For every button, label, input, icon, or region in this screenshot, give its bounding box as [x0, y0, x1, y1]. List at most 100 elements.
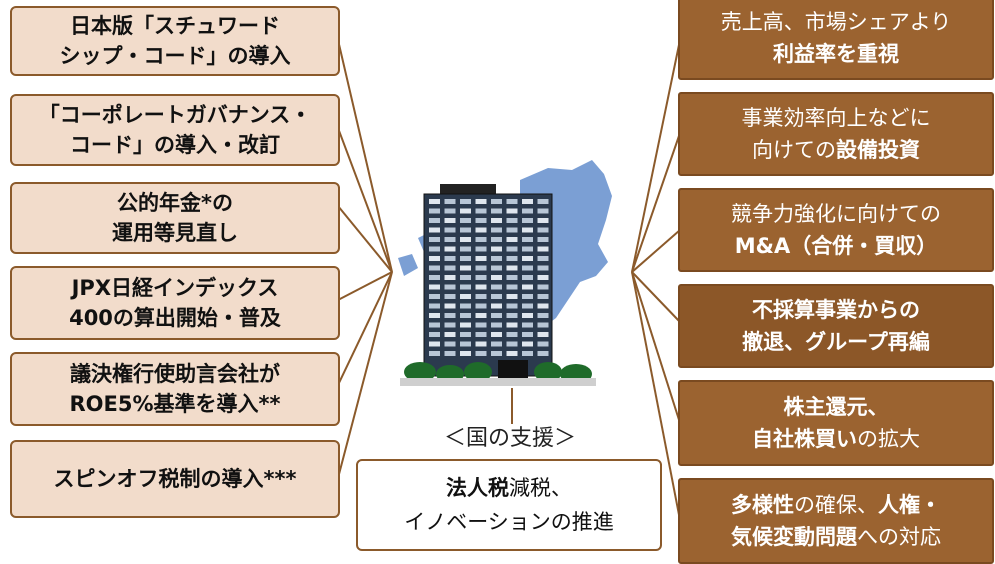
- building-window: [429, 227, 440, 233]
- right-item-0-line-2: 利益率を重視: [773, 42, 899, 66]
- building-window: [522, 332, 533, 337]
- left-item-2-line-1: 公的年金*の: [117, 191, 233, 215]
- building-window: [537, 322, 549, 328]
- building-window: [522, 322, 533, 328]
- building-window: [444, 208, 456, 214]
- building-window: [506, 284, 518, 290]
- right-item-4-rest: の拡大: [857, 427, 920, 451]
- building-window: [537, 351, 549, 356]
- building-window: [429, 265, 440, 271]
- right-item-4-line-2: 自社株買いの拡大: [752, 423, 920, 455]
- tax-policy-box: 法人税減税、 イノベーションの推進: [356, 459, 662, 551]
- building-window: [429, 294, 440, 299]
- building-window: [475, 246, 487, 252]
- building-window: [522, 218, 533, 223]
- right-item-2-line-1: 競争力強化に向けての: [731, 202, 941, 226]
- building-window: [537, 265, 549, 271]
- building-window: [429, 284, 440, 290]
- building-window: [537, 284, 549, 290]
- building-window: [506, 237, 518, 242]
- left-item-3: JPX日経インデックス 400の算出開始・普及: [10, 266, 340, 340]
- building-window: [522, 227, 533, 233]
- building-window: [491, 246, 502, 252]
- building-window: [537, 275, 549, 280]
- building-window: [506, 246, 518, 252]
- building-window: [429, 199, 440, 204]
- building-window: [522, 275, 533, 280]
- building-window: [429, 256, 440, 261]
- building-window: [491, 265, 502, 271]
- building-window: [537, 218, 549, 223]
- building-window: [506, 256, 518, 261]
- building-window: [460, 303, 471, 309]
- building-window: [522, 237, 533, 242]
- building-window: [537, 199, 549, 204]
- building-window: [460, 218, 471, 223]
- building-window: [491, 275, 502, 280]
- building-window: [537, 256, 549, 261]
- left-item-4-line-2: ROE5%基準を導入**: [69, 392, 281, 416]
- right-item-1-line-1: 事業効率向上などに: [741, 106, 931, 130]
- building-window: [506, 199, 518, 204]
- building-window: [475, 208, 487, 214]
- building-window: [475, 218, 487, 223]
- building-window: [429, 322, 440, 328]
- building-window: [491, 218, 502, 223]
- building-window: [491, 294, 502, 299]
- building-window: [444, 294, 456, 299]
- building-window: [475, 313, 487, 318]
- building-window: [491, 208, 502, 214]
- building-window: [506, 322, 518, 328]
- building-window: [460, 322, 471, 328]
- building-window: [537, 227, 549, 233]
- building-window: [444, 303, 456, 309]
- building-window: [460, 265, 471, 271]
- building-window: [475, 341, 487, 347]
- building-window: [491, 303, 502, 309]
- building-window: [506, 275, 518, 280]
- right-connectors: [631, 39, 681, 521]
- building-window: [506, 218, 518, 223]
- right-item-0-line-1: 売上高、市場シェアより: [720, 10, 952, 34]
- building-window: [537, 237, 549, 242]
- building-window: [460, 227, 471, 233]
- building-window: [491, 341, 502, 347]
- building-window: [522, 313, 533, 318]
- building-window: [460, 284, 471, 290]
- left-item-5-line-1: スピンオフ税制の導入***: [53, 467, 297, 491]
- building-window: [491, 332, 502, 337]
- building-window: [460, 208, 471, 214]
- building-window: [522, 351, 533, 356]
- building-window: [444, 332, 456, 337]
- building-window: [506, 227, 518, 233]
- building-window: [506, 294, 518, 299]
- left-item-0: 日本版「スチュワード シップ・コード」の導入: [10, 6, 340, 76]
- left-item-4-line-1: 議決権行使助言会社が: [70, 362, 280, 386]
- building-window: [460, 256, 471, 261]
- building-window: [522, 208, 533, 214]
- right-item-1-pre: 向けての: [752, 138, 836, 162]
- building-window: [475, 351, 487, 356]
- building-window: [444, 265, 456, 271]
- building-window: [460, 332, 471, 337]
- building-window: [444, 237, 456, 242]
- building-window: [506, 332, 518, 337]
- building-window: [460, 341, 471, 347]
- building-window: [429, 275, 440, 280]
- building-window: [506, 351, 518, 356]
- right-item-1: 事業効率向上などに 向けての設備投資: [678, 92, 994, 176]
- building-window: [444, 218, 456, 223]
- right-item-4-line-1: 株主還元、: [783, 395, 889, 419]
- tax-box-bold: 法人税: [446, 476, 509, 500]
- right-item-1-bold: 設備投資: [836, 138, 920, 162]
- building-window: [537, 303, 549, 309]
- right-item-4: 株主還元、 自社株買いの拡大: [678, 380, 994, 466]
- building-window: [429, 246, 440, 252]
- building-window: [491, 237, 502, 242]
- building-window: [522, 199, 533, 204]
- right-item-0: 売上高、市場シェアより 利益率を重視: [678, 0, 994, 80]
- building-window: [475, 265, 487, 271]
- building-window: [537, 313, 549, 318]
- building-window: [522, 265, 533, 271]
